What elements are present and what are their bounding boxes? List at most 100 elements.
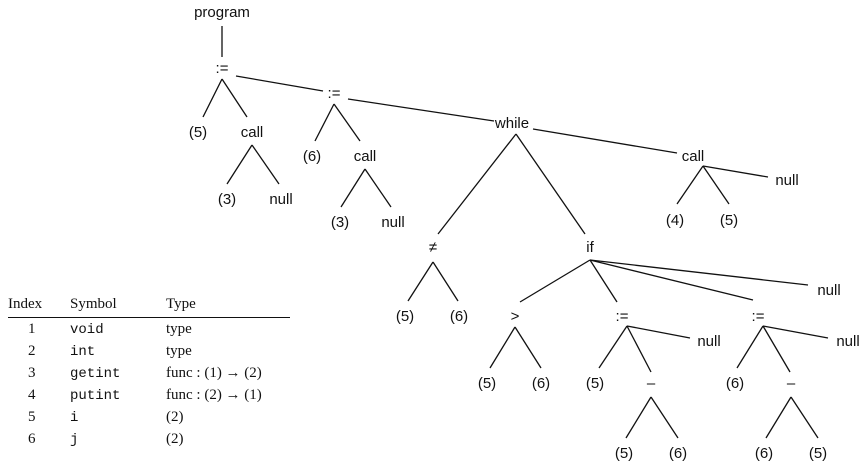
tree-edge [650, 396, 679, 439]
tree-edge [515, 133, 586, 235]
tree-edge [589, 259, 809, 286]
table-row: 1 void type [8, 318, 290, 341]
tree-edge [347, 98, 495, 122]
tree-edges [202, 26, 829, 439]
table-row: 5 i (2) [8, 406, 290, 428]
tree-node-minus1: – [647, 375, 656, 392]
tree-node-assign4-lhs: (6) [726, 375, 744, 392]
tree-node-minus2-r: (5) [809, 445, 827, 462]
row-symbol: j [70, 431, 79, 448]
tree-edge [762, 325, 791, 373]
tree-node-minus2: – [787, 375, 796, 392]
tree-node-call2-arg: (3) [331, 214, 349, 231]
table-row: 2 int type [8, 340, 290, 362]
tree-edge [251, 144, 280, 185]
tree-node-neq-r: (6) [450, 308, 468, 325]
row-symbol: i [70, 409, 79, 426]
tree-edge [407, 261, 434, 302]
row-index: 6 [28, 431, 36, 447]
tree-node-call3-null: null [775, 172, 798, 189]
tree-edge [432, 261, 459, 302]
row-index: 2 [28, 343, 36, 359]
row-type: type [166, 321, 192, 337]
tree-edge [702, 165, 769, 178]
header-type: Type [166, 296, 290, 318]
tree-node-minus1-r: (6) [669, 445, 687, 462]
row-type: (2) [166, 431, 184, 447]
tree-node-neq: ≠ [429, 239, 437, 256]
tree-edge [762, 325, 829, 339]
tree-edge [235, 75, 324, 92]
tree-edge [790, 396, 819, 439]
tree-node-assign1-lhs: (5) [189, 124, 207, 141]
table-row: 4 putint func : (2) → (1) [8, 384, 290, 406]
symbol-table: Index Symbol Type 1 void type 2 int type… [8, 296, 290, 450]
tree-edge [221, 78, 248, 118]
tree-edge [589, 259, 618, 303]
tree-edge [598, 325, 628, 369]
row-symbol: void [70, 321, 104, 338]
tree-edge [333, 103, 361, 142]
row-type: (2) [166, 409, 184, 425]
tree-edge [626, 325, 691, 339]
table-row: 6 j (2) [8, 428, 290, 450]
tree-edge [676, 165, 704, 205]
row-index: 3 [28, 365, 36, 381]
tree-node-if-null: null [817, 282, 840, 299]
tree-edge [437, 133, 517, 235]
tree-node-call1-arg: (3) [218, 191, 236, 208]
row-type: func : (2) → (1) [166, 387, 262, 403]
tree-node-call2: call [354, 148, 377, 165]
tree-edge [364, 168, 392, 208]
tree-node-assign4: := [752, 308, 765, 325]
tree-edge [226, 144, 253, 185]
header-index: Index [8, 296, 70, 318]
row-symbol: getint [70, 365, 121, 382]
tree-node-call3-a: (4) [666, 212, 684, 229]
row-index: 4 [28, 387, 36, 403]
tree-node-gt-r: (6) [532, 375, 550, 392]
tree-node-assign3-lhs: (5) [586, 375, 604, 392]
row-symbol: int [70, 343, 96, 360]
table-row: 3 getint func : (1) → (2) [8, 362, 290, 384]
tree-edge [489, 326, 516, 369]
tree-edge [625, 396, 652, 439]
tree-node-neq-l: (5) [396, 308, 414, 325]
tree-edge [702, 165, 730, 205]
row-type: func : (1) → (2) [166, 365, 262, 381]
row-type: type [166, 343, 192, 359]
row-symbol: putint [70, 387, 121, 404]
tree-edge [519, 259, 591, 303]
tree-edge [514, 326, 542, 369]
symbol-table-header-row: Index Symbol Type [8, 296, 290, 318]
tree-edge [532, 128, 678, 154]
tree-node-assign2: := [328, 85, 341, 102]
tree-node-assign3-null: null [697, 333, 720, 350]
tree-node-if: if [586, 239, 594, 256]
tree-node-call1: call [241, 124, 264, 141]
tree-edge [626, 325, 652, 373]
tree-node-gt-l: (5) [478, 375, 496, 392]
tree-node-call3-b: (5) [720, 212, 738, 229]
tree-edge [314, 103, 335, 142]
header-symbol: Symbol [70, 296, 166, 318]
tree-node-gt: > [511, 308, 520, 325]
tree-edge [340, 168, 366, 208]
tree-node-minus2-l: (6) [755, 445, 773, 462]
tree-node-call1-null: null [269, 191, 292, 208]
tree-labels: program := (5) call (3) null := (6) call (3) null w… [189, 4, 860, 462]
row-index: 1 [28, 321, 36, 337]
tree-node-call3: call [682, 148, 705, 165]
tree-edge [589, 259, 754, 301]
tree-edge [202, 78, 223, 118]
tree-node-program: program [194, 4, 250, 21]
tree-node-assign3: := [616, 308, 629, 325]
tree-node-minus1-l: (5) [615, 445, 633, 462]
tree-node-while: while [494, 115, 529, 132]
tree-node-assign1: := [216, 60, 229, 77]
tree-node-assign2-lhs: (6) [303, 148, 321, 165]
row-index: 5 [28, 409, 36, 425]
tree-node-call2-null: null [381, 214, 404, 231]
tree-edge [736, 325, 764, 369]
